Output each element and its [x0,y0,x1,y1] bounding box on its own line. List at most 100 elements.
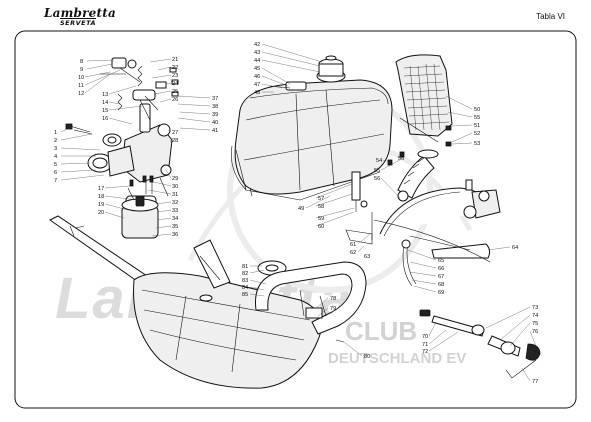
callout-34: 34 [172,216,178,222]
callout-39: 39 [212,112,218,118]
callout-10: 10 [78,75,84,81]
callout-78: 78 [330,296,336,302]
callout-64: 64 [512,245,518,251]
callout-33: 33 [172,208,178,214]
callout-85: 85 [242,292,248,298]
brand-logo: Lambretta SERVETA [44,6,116,28]
callout-79: 79 [330,306,336,312]
callout-32: 32 [172,200,178,206]
callout-20: 20 [98,210,104,216]
callout-5: 5 [54,162,57,168]
callout-51: 51 [474,123,480,129]
callout-81: 81 [242,264,248,270]
callout-16: 16 [102,116,108,122]
callout-30: 30 [172,184,178,190]
callout-15: 15 [102,108,108,114]
callout-45: 45 [254,66,260,72]
callout-68: 68 [438,282,444,288]
watermark-club: CLUB [345,316,417,346]
callout-72: 72 [422,349,428,355]
leader-lines [60,43,537,382]
callout-44: 44 [254,58,260,64]
callout-70: 70 [422,334,428,340]
callout-19: 19 [98,202,104,208]
callout-80: 80 [364,354,370,360]
callout-83: 83 [242,278,248,284]
exhaust-silencer [49,215,367,389]
choke-carburettor-right [345,179,501,287]
callout-49: 49 [298,206,304,212]
callout-17: 17 [98,186,104,192]
callout-55b: 55 [374,168,380,174]
callout-21: 21 [172,57,178,63]
callout-9: 9 [80,67,83,73]
callout-67: 67 [438,274,444,280]
callout-75: 75 [532,321,538,327]
callout-18: 18 [98,194,104,200]
callout-25: 25 [172,89,178,95]
callout-43: 43 [254,50,260,56]
callout-22: 22 [172,65,178,71]
callout-26: 26 [172,97,178,103]
callout-7: 7 [54,178,57,184]
callout-76: 76 [532,329,538,335]
air-filter [387,54,453,202]
callout-50: 50 [474,107,480,113]
callout-74: 74 [532,313,538,319]
callout-4: 4 [54,154,57,160]
callout-65: 65 [438,258,444,264]
table-title: Tabla VI [536,12,565,21]
page-frame [14,30,577,409]
callout-40: 40 [212,120,218,126]
callout-12: 12 [78,91,84,97]
callout-58: 58 [318,204,324,210]
choke-cable [419,309,541,379]
callout-labels: 1 2 3 4 5 6 7 8 9 10 11 12 13 14 15 16 1… [54,42,538,385]
callout-59: 59 [318,216,324,222]
callout-37: 37 [212,96,218,102]
callout-31: 31 [172,192,178,198]
callout-29: 29 [172,176,178,182]
callout-82: 82 [242,271,248,277]
callout-73: 73 [532,305,538,311]
callout-46: 46 [254,74,260,80]
callout-41: 41 [212,128,218,134]
brand-subtitle: SERVETA [60,18,97,27]
callout-2: 2 [54,138,57,144]
callout-53: 53 [474,141,480,147]
callout-1: 1 [54,130,57,136]
fuel-tank [231,55,393,212]
callout-77: 77 [532,379,538,385]
callout-61: 61 [350,242,356,248]
callout-56b: 56 [374,176,380,182]
callout-47: 47 [254,82,260,88]
callout-24: 24 [172,81,178,87]
callout-69: 69 [438,290,444,296]
callout-63: 63 [364,254,370,260]
brand-name: Lambretta [44,6,116,20]
callout-42: 42 [254,42,260,48]
callout-28: 28 [172,138,178,144]
callout-54: 54 [376,158,382,164]
callout-23: 23 [172,73,178,79]
callout-13: 13 [102,92,108,98]
callout-71: 71 [422,342,428,348]
callout-60: 60 [318,224,324,230]
callout-66: 66 [438,266,444,272]
callout-6: 6 [54,170,57,176]
callout-48: 48 [254,90,260,96]
callout-57: 57 [318,196,324,202]
callout-8: 8 [80,59,83,65]
callout-14: 14 [102,100,108,106]
callout-3: 3 [54,146,57,152]
callout-84: 84 [242,285,248,291]
callout-35: 35 [172,224,178,230]
callout-11: 11 [78,83,84,89]
callout-56: 56 [398,156,404,162]
carburettor-assembly [65,57,179,239]
callout-52: 52 [474,131,480,137]
callout-55: 55 [474,115,480,121]
watermark-country: DEUTSCHLAND EV [328,350,466,367]
